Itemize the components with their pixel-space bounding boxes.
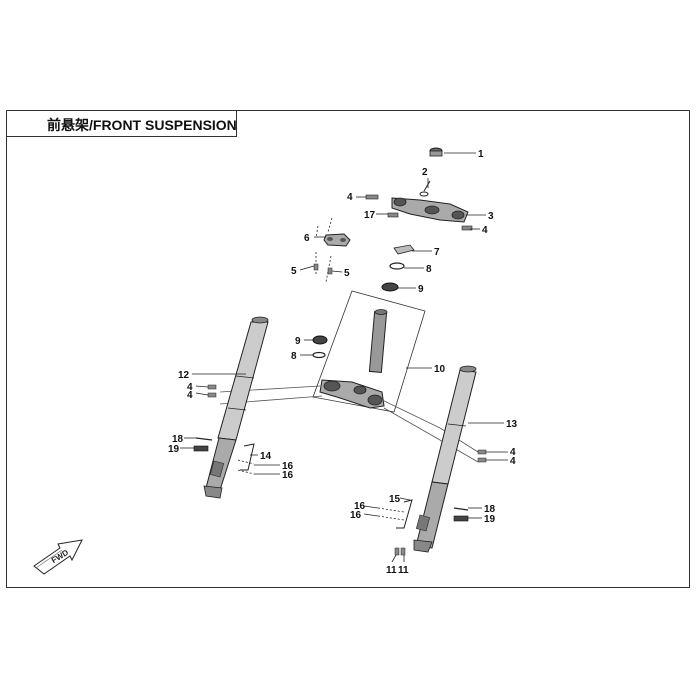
callout-4: 4	[347, 192, 353, 203]
part-bolt	[207, 384, 217, 398]
part-spring-clip	[193, 437, 213, 452]
callout-16: 16	[282, 461, 294, 472]
part-top-nut	[429, 147, 443, 157]
callout-15: 15	[389, 494, 401, 505]
part-upper-triple-clamp	[391, 197, 469, 223]
callout-2: 2	[422, 167, 428, 178]
part-right-fork-tube	[413, 365, 477, 553]
callout-4: 4	[510, 456, 516, 467]
callout-5: 5	[291, 266, 297, 277]
part-brake-hose-bracket	[237, 443, 255, 475]
callout-13: 13	[506, 419, 518, 430]
callout-9: 9	[418, 284, 424, 295]
callout-4: 4	[187, 382, 193, 393]
callout-6: 6	[304, 233, 310, 244]
part-bearing	[312, 335, 328, 345]
callout-16: 16	[354, 501, 366, 512]
callout-8: 8	[426, 264, 432, 275]
callout-11: 11	[398, 565, 409, 576]
part-lower-triple-clamp	[319, 379, 385, 409]
callout-16: 16	[350, 510, 362, 521]
part-bolt	[461, 225, 473, 231]
callout-18: 18	[172, 434, 184, 445]
part-ring	[312, 351, 326, 359]
callout-12: 12	[178, 370, 190, 381]
part-left-axle-clamp	[209, 460, 225, 478]
callout-19: 19	[168, 444, 180, 455]
callout-5: 5	[344, 268, 350, 279]
part-bolt	[394, 547, 406, 556]
page-title: 前悬架/FRONT SUSPENSION	[47, 117, 237, 133]
part-bearing	[381, 282, 399, 292]
part-ring	[389, 262, 405, 270]
part-washer	[419, 180, 431, 197]
callout-19: 19	[484, 514, 496, 525]
callout-labels: 1 2 3 4 4 17 7 8 9 6 5 5 9 8 10 12 4 4 1…	[168, 149, 518, 576]
callout-17: 17	[364, 210, 376, 221]
part-steering-shaft	[368, 309, 388, 373]
callout-16: 16	[282, 470, 294, 481]
part-spring-clip	[453, 507, 469, 522]
part-spacer	[393, 244, 415, 255]
leader-lines	[180, 152, 508, 563]
diagram-frame: 前悬架/FRONT SUSPENSION	[6, 110, 690, 588]
part-handlebar-clamp	[323, 233, 351, 247]
callout-4: 4	[510, 447, 516, 458]
part-steering-stem-box	[312, 290, 426, 413]
part-bolt	[477, 449, 487, 463]
callout-4: 4	[482, 225, 488, 236]
part-brake-hose-bracket	[377, 499, 413, 529]
title-box: 前悬架/FRONT SUSPENSION	[7, 111, 237, 137]
part-bolt	[313, 217, 333, 283]
callout-7: 7	[434, 247, 440, 258]
callout-18: 18	[484, 504, 496, 515]
callout-8: 8	[291, 351, 297, 362]
callout-14: 14	[260, 451, 272, 462]
callout-4: 4	[187, 390, 193, 401]
part-bolt	[387, 212, 399, 218]
callout-1: 1	[478, 149, 484, 160]
fwd-arrow-icon: FWD	[33, 539, 83, 575]
callout-10: 10	[434, 364, 446, 375]
part-bolt	[365, 194, 379, 200]
callout-3: 3	[488, 211, 494, 222]
callout-11: 11	[386, 565, 397, 576]
callout-9: 9	[295, 336, 301, 347]
